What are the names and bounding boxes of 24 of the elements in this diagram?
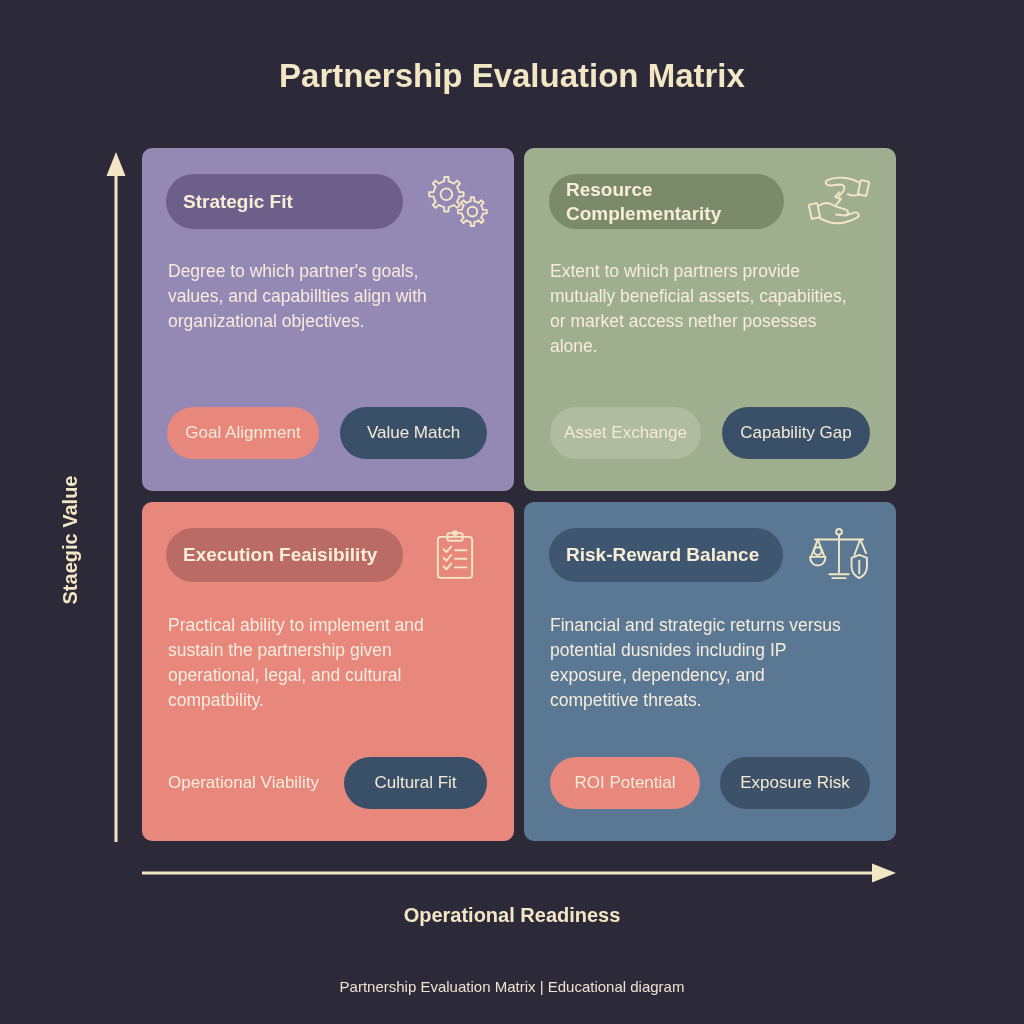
tag-pill: ROI Potential xyxy=(550,757,700,809)
caption-text: Partnership Evaluation Matrix | Educational diagram xyxy=(339,977,685,995)
tag-label: Operational Viability xyxy=(168,772,319,794)
description-text: Practical ability to implement and sustain the partnership given operational, legal, and cultural compatbility. xyxy=(168,614,425,712)
tag-pill: Capability Gap xyxy=(722,407,870,459)
quadrant-card xyxy=(524,502,896,841)
category-pill: Risk-Reward Balance xyxy=(549,528,783,582)
description-text: Extent to which partners provide mutually beneficial assets, capabiities, or market access nether posesses alone. xyxy=(550,260,848,358)
axis-label: Staegic Value xyxy=(58,475,82,605)
category-pill: Execution Feaisibility xyxy=(166,528,403,582)
tag-pill: Asset Exchange xyxy=(550,407,701,459)
quadrant-card xyxy=(142,502,514,841)
description-text: Degree to which partner's goals, values, and capabillties align with organizational objectives. xyxy=(168,260,428,333)
axis-label: Operational Readiness xyxy=(403,903,621,927)
quadrant-card xyxy=(524,148,896,491)
description-text: Financial and strategic returns versus potential dusnides including IP exposure, dependency, and competitive threats. xyxy=(550,614,842,712)
tag-pill: Goal Alignment xyxy=(167,407,319,459)
quadrant-card xyxy=(142,148,514,491)
category-pill: Strategic Fit xyxy=(166,174,403,229)
category-pill: Resource Complementarity xyxy=(549,174,784,229)
tag-pill: Cultural Fit xyxy=(344,757,487,809)
tag-pill: Value Match xyxy=(340,407,487,459)
tag-pill: Exposure Risk xyxy=(720,757,870,809)
diagram-title: Partnership Evaluation Matrix xyxy=(279,57,745,95)
